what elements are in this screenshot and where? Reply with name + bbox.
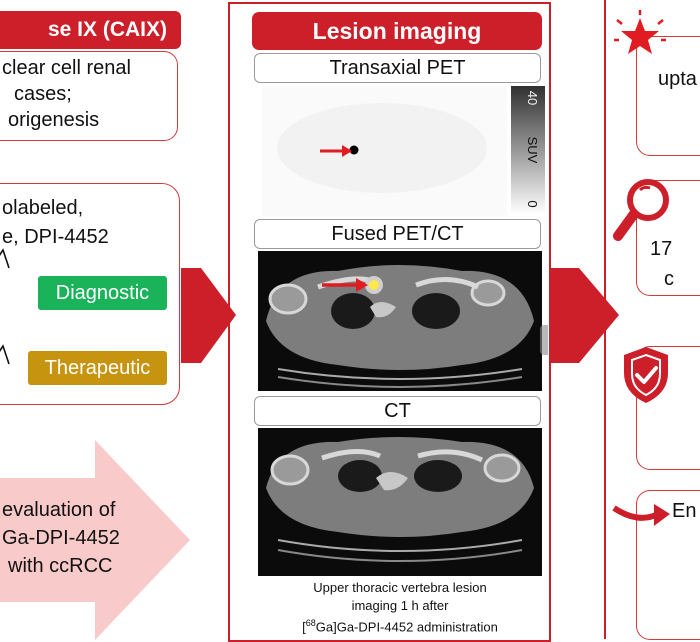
caption-superscript: 68 xyxy=(305,618,316,628)
suv-colorbar: 40 SUV 0 xyxy=(511,86,545,214)
center-header: Lesion imaging xyxy=(252,12,542,50)
right-frame xyxy=(604,0,700,639)
panel-label-fused-pet-ct: Fused PET/CT xyxy=(254,219,541,249)
colorbar-max-label: 40 xyxy=(525,91,540,105)
fused-scan-graphic xyxy=(258,251,542,391)
right-text-3: c xyxy=(664,268,674,290)
therapeutic-pill: Therapeutic xyxy=(28,351,167,385)
shield-check-icon xyxy=(624,347,668,403)
right-text-4: En xyxy=(672,500,697,522)
burst-icon xyxy=(614,10,666,54)
right-text-2: 17 xyxy=(650,238,673,260)
left-box1-line-3: origenesis xyxy=(8,109,100,131)
panel-label-ct: CT xyxy=(254,396,541,426)
caption-line-3-text: Ga]Ga-DPI-4452 administration xyxy=(315,619,498,635)
pet-image xyxy=(262,86,507,216)
fused-pet-ct-image xyxy=(258,251,542,391)
arrow-text-line-2: Ga-DPI-4452 xyxy=(2,527,120,549)
warning-triangle-icon xyxy=(0,344,10,365)
ct-edge-fragment xyxy=(540,325,548,355)
flow-chevron-right xyxy=(549,268,619,363)
ct-image xyxy=(258,428,542,576)
magnifier-icon xyxy=(613,179,669,241)
flow-chevron-left xyxy=(181,268,236,363)
caption-line-2: imaging 1 h after xyxy=(351,598,449,613)
ct-scan-graphic xyxy=(258,428,542,576)
caption-line-1: Upper thoracic vertebra lesion xyxy=(313,580,487,595)
study-arrow-shape xyxy=(0,440,190,640)
caption-line-3: [68Ga]Ga-DPI-4452 administration xyxy=(258,615,542,635)
right-box-safety xyxy=(636,346,700,470)
left-box1-line-1: clear cell renal xyxy=(2,57,131,79)
right-box-uptake xyxy=(636,36,700,156)
arrow-text-line-1: evaluation of xyxy=(2,499,116,521)
left-info-box: clear cell renal cases; origenesis xyxy=(0,51,178,141)
left-radioligand-box: olabeled, e, DPI-4452 Diagnostic Therape… xyxy=(0,183,180,405)
curved-arrow-icon xyxy=(612,504,670,526)
left-box1-line-2: cases; xyxy=(14,83,72,105)
panel-label-transaxial-pet: Transaxial PET xyxy=(254,53,541,83)
diagnostic-pill: Diagnostic xyxy=(38,276,167,310)
caption-bracket: [ xyxy=(302,619,306,635)
warning-triangle-icon xyxy=(0,248,10,269)
right-text-1: upta xyxy=(658,68,697,90)
left-header: se IX (CAIX) xyxy=(0,11,181,49)
left-box2-line-2: e, DPI-4452 xyxy=(2,226,109,248)
arrow-text-line-3: with ccRCC xyxy=(8,555,113,577)
colorbar-min-label: 0 xyxy=(525,200,540,207)
right-box-lesions xyxy=(636,180,700,296)
left-box2-line-1: olabeled, xyxy=(2,197,84,219)
colorbar-unit-label: SUV xyxy=(525,137,540,164)
pet-scan-graphic xyxy=(262,86,507,216)
